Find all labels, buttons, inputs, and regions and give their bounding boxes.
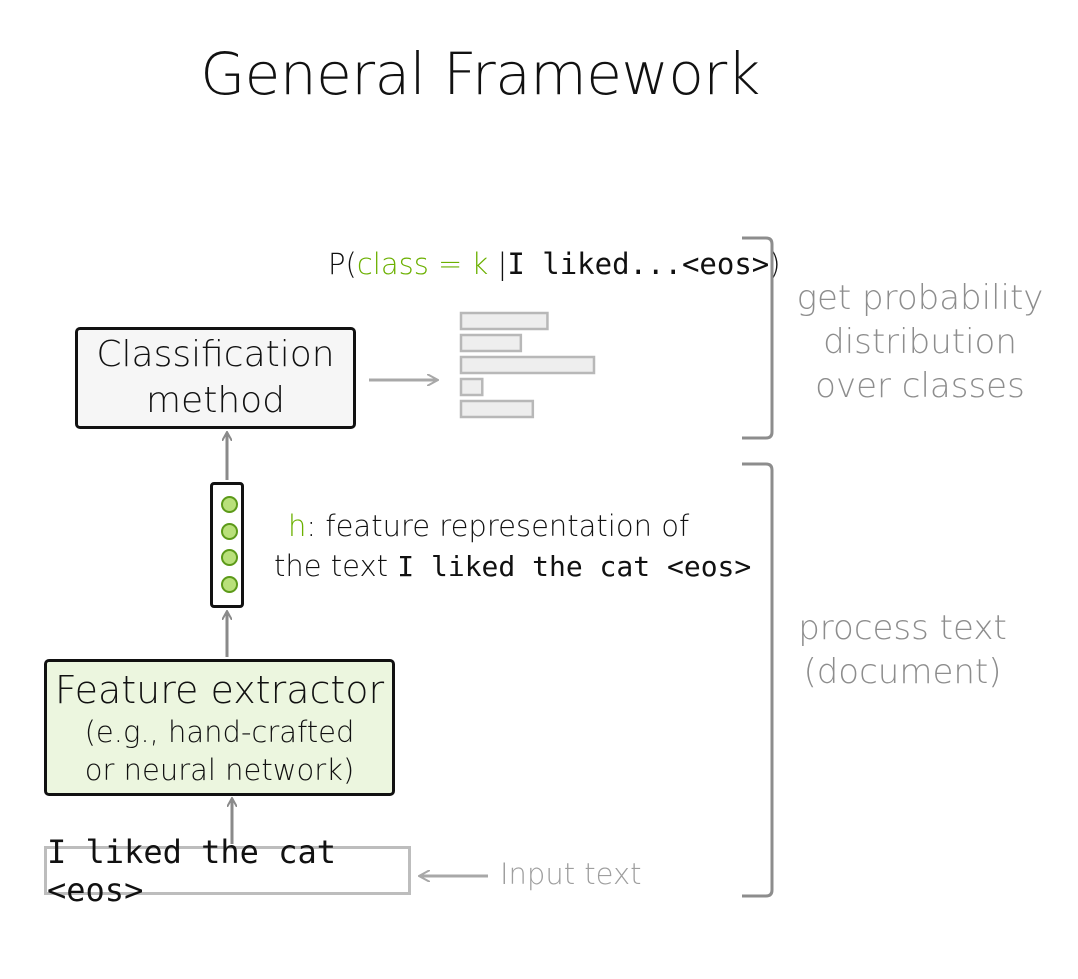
prob-condition: I liked...<eos>: [507, 247, 770, 281]
feature-extractor-title: Feature extractor: [54, 667, 385, 712]
vector-var-h: h: [288, 509, 307, 543]
vector-description-line2-prefix: the text: [274, 549, 398, 583]
bottom-bracket-label: process text (document): [780, 606, 1025, 694]
distribution-bars: [459, 311, 596, 419]
probability-expression: P(class = k |I liked...<eos>): [328, 247, 781, 281]
top-bracket-line: get probability: [796, 278, 1044, 318]
vector-dot: [221, 549, 238, 566]
bottom-bracket-line: process text: [798, 608, 1007, 648]
prob-class-expression: class = k: [356, 247, 489, 281]
distribution-bar: [459, 377, 484, 397]
top-bracket-label: get probability distribution over classe…: [790, 276, 1050, 408]
prob-suffix: ): [769, 247, 781, 281]
feature-extractor-sub1: (e.g., hand-crafted: [84, 714, 355, 749]
distribution-bar: [459, 311, 549, 331]
prob-separator: |: [488, 247, 508, 281]
distribution-bar: [459, 333, 523, 353]
page-title: General Framework: [200, 40, 760, 108]
distribution-bar: [459, 355, 596, 375]
feature-extractor-sub2: or neural network): [84, 752, 355, 787]
vector-dot: [221, 576, 238, 593]
vector-dot: [221, 523, 238, 540]
top-bracket-line: distribution: [823, 322, 1017, 362]
vector-description-line2-text: I liked the cat <eos>: [397, 550, 752, 583]
classification-box-line1: Classification: [96, 334, 335, 375]
bottom-bracket-line: (document): [803, 652, 1002, 692]
classification-box-line2: method: [145, 380, 286, 421]
vector-description-line1: : feature representation of: [306, 509, 690, 543]
top-bracket: [742, 236, 774, 440]
feature-extractor-box: Feature extractor (e.g., hand-crafted or…: [44, 659, 395, 796]
classification-method-box: Classification method: [75, 327, 356, 429]
prob-prefix: P(: [328, 247, 357, 281]
top-bracket-line: over classes: [815, 366, 1025, 406]
input-text-label: Input text: [500, 857, 642, 891]
feature-vector-h: [210, 482, 244, 608]
distribution-bar: [459, 399, 535, 419]
vector-dot: [221, 496, 238, 513]
vector-description: h: feature representation of the text I …: [274, 506, 751, 587]
bottom-bracket: [742, 462, 774, 898]
